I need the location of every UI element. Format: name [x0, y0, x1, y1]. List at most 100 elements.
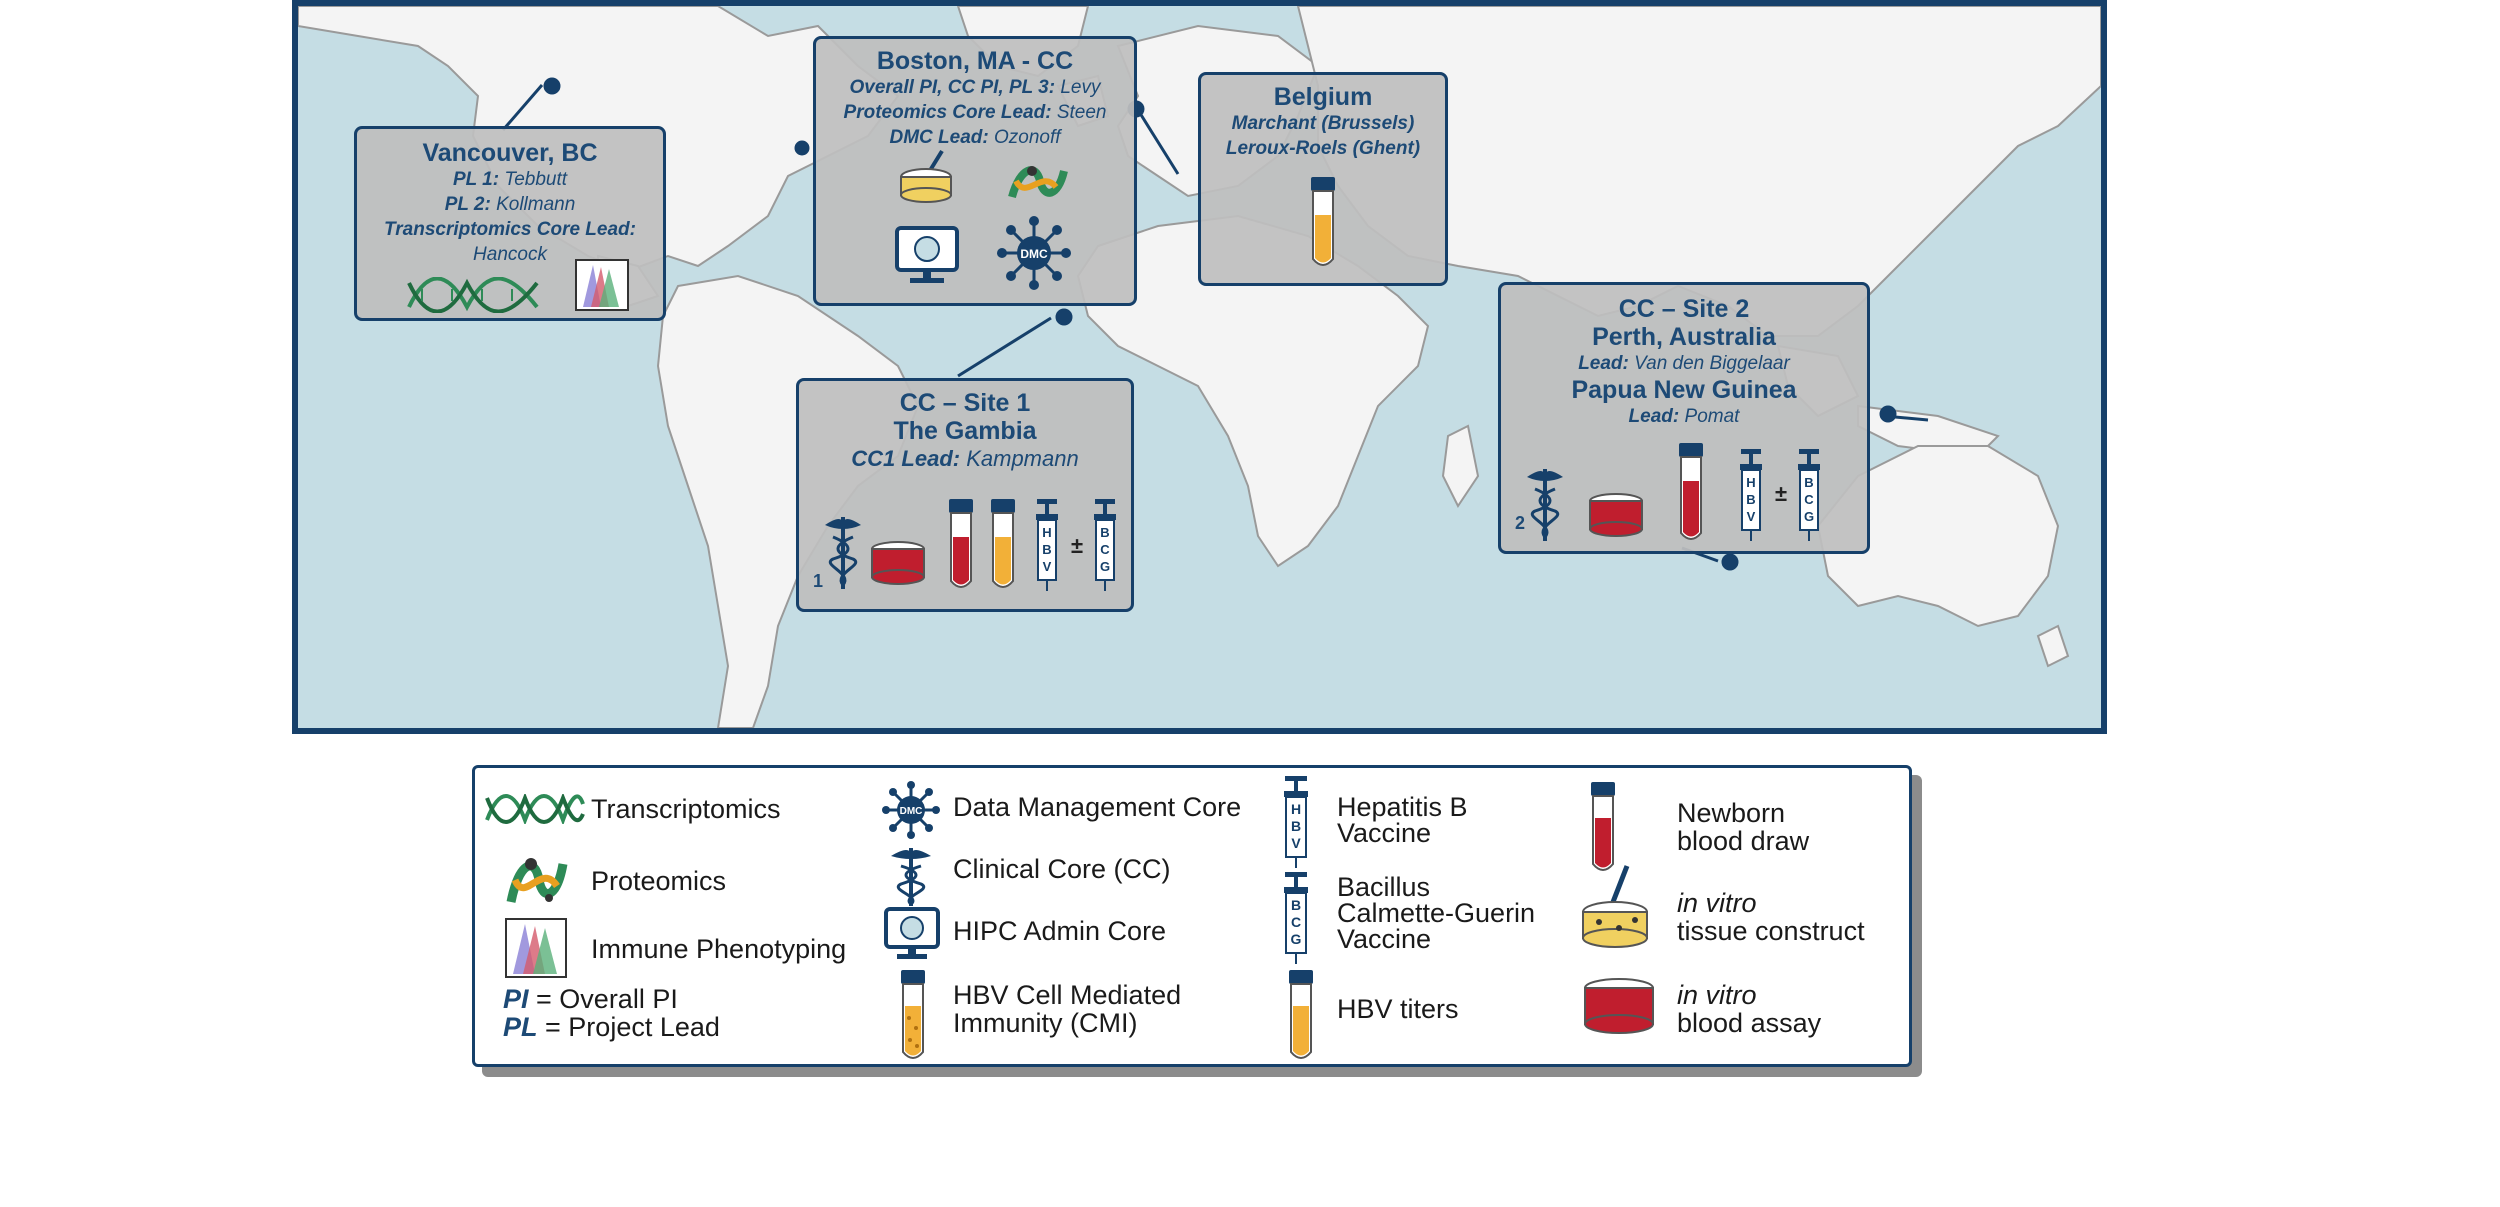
svg-text:V: V	[1043, 559, 1052, 574]
site-card-boston: Boston, MA - CC Overall PI, CC PI, PL 3:…	[813, 36, 1137, 306]
svg-text:G: G	[1291, 931, 1302, 947]
blood-tube-icon	[1679, 443, 1703, 540]
bcg-syringe-icon: BCG	[1094, 499, 1116, 591]
legend-tissue-2: tissue construct	[1677, 916, 1865, 946]
legend-bcg-1: Bacillus	[1337, 872, 1431, 902]
flow-cytometry-icon	[505, 918, 567, 978]
svg-text:C: C	[1804, 492, 1814, 507]
site-card-vancouver: Vancouver, BC PL 1: Tebbutt PL 2: Kollma…	[354, 126, 666, 321]
site-number: 1	[813, 571, 824, 591]
tissue-construct-icon	[1582, 865, 1648, 948]
pl1-line: PL 1: Tebbutt	[452, 169, 568, 190]
serum-tube-icon	[1311, 177, 1335, 266]
dna-icon	[407, 277, 539, 313]
legend-proteomics: Proteomics	[591, 866, 727, 896]
protein-icon	[506, 858, 568, 903]
flow-cytometry-icon	[575, 259, 629, 311]
site-title: Belgium	[1273, 83, 1373, 111]
legend-newborn-1: Newborn	[1677, 798, 1786, 828]
svg-text:B: B	[1042, 542, 1051, 557]
hbv-syringe-icon: HBV	[1036, 499, 1058, 591]
tissue-construct-icon	[900, 149, 952, 203]
cc1-lead-line: CC1 Lead: Kampmann	[851, 446, 1079, 471]
blood-assay-icon	[1589, 493, 1643, 537]
bcg-syringe-icon: BCG	[1284, 872, 1308, 964]
cmi-tube-icon	[991, 499, 1015, 588]
legend-pi-abbr: PI = Overall PI	[503, 984, 678, 1014]
world-map: Vancouver, BC PL 1: Tebbutt PL 2: Kollma…	[292, 0, 2107, 734]
legend-cmi-1: HBV Cell Mediated	[953, 980, 1182, 1010]
dna-icon	[485, 794, 585, 824]
legend: Transcriptomics Proteomics Immune Phenot…	[472, 765, 1912, 1067]
legend-pl-abbr: PL = Project Lead	[503, 1012, 720, 1042]
legend-newborn-2: blood draw	[1677, 826, 1810, 856]
site-title-2: Perth, Australia	[1592, 323, 1776, 351]
cmi-tube-icon	[901, 970, 925, 1059]
proteomics-lead-line: Proteomics Core Lead: Steen	[843, 102, 1107, 123]
dmc-icon: DMC	[997, 216, 1071, 290]
site-title-3: Papua New Guinea	[1571, 376, 1797, 404]
legend-tissue-1: in vitro	[1677, 888, 1757, 918]
bcg-syringe-icon: BCG	[1798, 449, 1820, 541]
svg-text:C: C	[1100, 542, 1110, 557]
perth-lead-line: Lead: Van den Biggelaar	[1578, 353, 1790, 374]
legend-clinical-core: Clinical Core (CC)	[953, 854, 1171, 884]
plus-minus: ±	[1071, 533, 1084, 558]
core-lead-name: Hancock	[473, 244, 547, 265]
site-card-gambia: CC – Site 1 The Gambia CC1 Lead: Kampman…	[796, 378, 1134, 612]
plus-minus: ±	[1775, 481, 1788, 506]
legend-hipc: HIPC Admin Core	[953, 916, 1167, 946]
computer-icon	[895, 226, 959, 283]
legend-assay-2: blood assay	[1677, 1008, 1822, 1038]
legend-titers: HBV titers	[1337, 994, 1459, 1024]
dmc-icon: DMC	[882, 781, 940, 839]
belgium-lead-2: Leroux-Roels (Ghent)	[1225, 138, 1421, 159]
site-title-1: CC – Site 2	[1618, 295, 1750, 323]
site-card-belgium: Belgium Marchant (Brussels) Leroux-Roels…	[1198, 72, 1448, 286]
site-title: Vancouver, BC	[422, 139, 598, 167]
computer-icon	[884, 907, 940, 959]
core-lead-line: Transcriptomics Core Lead:	[383, 219, 636, 240]
svg-text:V: V	[1291, 835, 1301, 851]
caduceus-icon	[891, 848, 931, 906]
site-title-1: CC – Site 1	[899, 389, 1031, 417]
svg-text:B: B	[1100, 525, 1109, 540]
svg-text:B: B	[1291, 897, 1301, 913]
hbv-syringe-icon: HBV	[1740, 449, 1762, 541]
site-card-perth: CC – Site 2 Perth, Australia Lead: Van d…	[1498, 282, 1870, 554]
dmc-lead-line: DMC Lead: Ozonoff	[889, 127, 1061, 148]
svg-text:H: H	[1746, 475, 1755, 490]
blood-assay-icon	[1584, 978, 1654, 1034]
pl2-line: PL 2: Kollmann	[444, 194, 576, 215]
svg-text:B: B	[1804, 475, 1813, 490]
hbv-syringe-icon: HBV	[1284, 776, 1308, 868]
png-lead-line: Lead: Pomat	[1628, 406, 1740, 427]
svg-text:G: G	[1100, 559, 1110, 574]
legend-hbv-1: Hepatitis B	[1337, 792, 1468, 822]
legend-transcriptomics: Transcriptomics	[591, 794, 781, 824]
serum-tube-icon	[1289, 970, 1313, 1059]
pi-line: Overall PI, CC PI, PL 3: Levy	[849, 77, 1101, 98]
protein-icon	[1008, 166, 1068, 199]
site-title-2: The Gambia	[893, 417, 1037, 445]
caduceus-icon	[825, 517, 861, 589]
legend-cmi-2: Immunity (CMI)	[953, 1008, 1138, 1038]
blood-assay-icon	[871, 541, 925, 585]
svg-text:B: B	[1746, 492, 1755, 507]
svg-text:H: H	[1291, 801, 1301, 817]
site-number: 2	[1515, 513, 1526, 533]
svg-text:DMC: DMC	[1020, 247, 1048, 261]
legend-hbv-2: Vaccine	[1337, 818, 1432, 848]
svg-text:V: V	[1747, 509, 1756, 524]
blood-tube-icon	[949, 499, 973, 588]
svg-text:C: C	[1291, 914, 1301, 930]
svg-text:H: H	[1042, 525, 1051, 540]
legend-immune-phenotyping: Immune Phenotyping	[591, 934, 847, 964]
legend-assay-1: in vitro	[1677, 980, 1757, 1010]
legend-bcg-3: Vaccine	[1337, 924, 1432, 954]
svg-text:DMC: DMC	[900, 806, 923, 817]
legend-dmc: Data Management Core	[953, 792, 1242, 822]
site-title: Boston, MA - CC	[876, 47, 1074, 75]
svg-text:B: B	[1291, 818, 1301, 834]
belgium-lead-1: Marchant (Brussels)	[1231, 113, 1415, 134]
